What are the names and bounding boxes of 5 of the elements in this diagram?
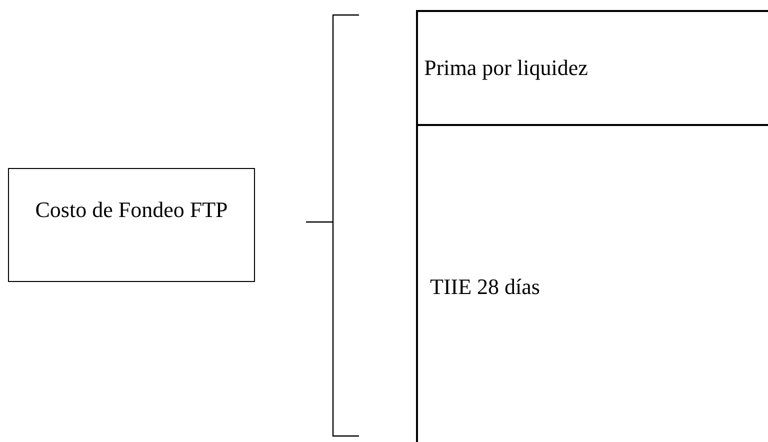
node-label: Costo de Fondeo FTP xyxy=(35,196,228,224)
process-box xyxy=(8,168,255,282)
table-cell xyxy=(416,10,768,126)
node-label: TIIE 28 días xyxy=(430,274,540,300)
node-label: Prima por liquidez xyxy=(424,54,588,82)
